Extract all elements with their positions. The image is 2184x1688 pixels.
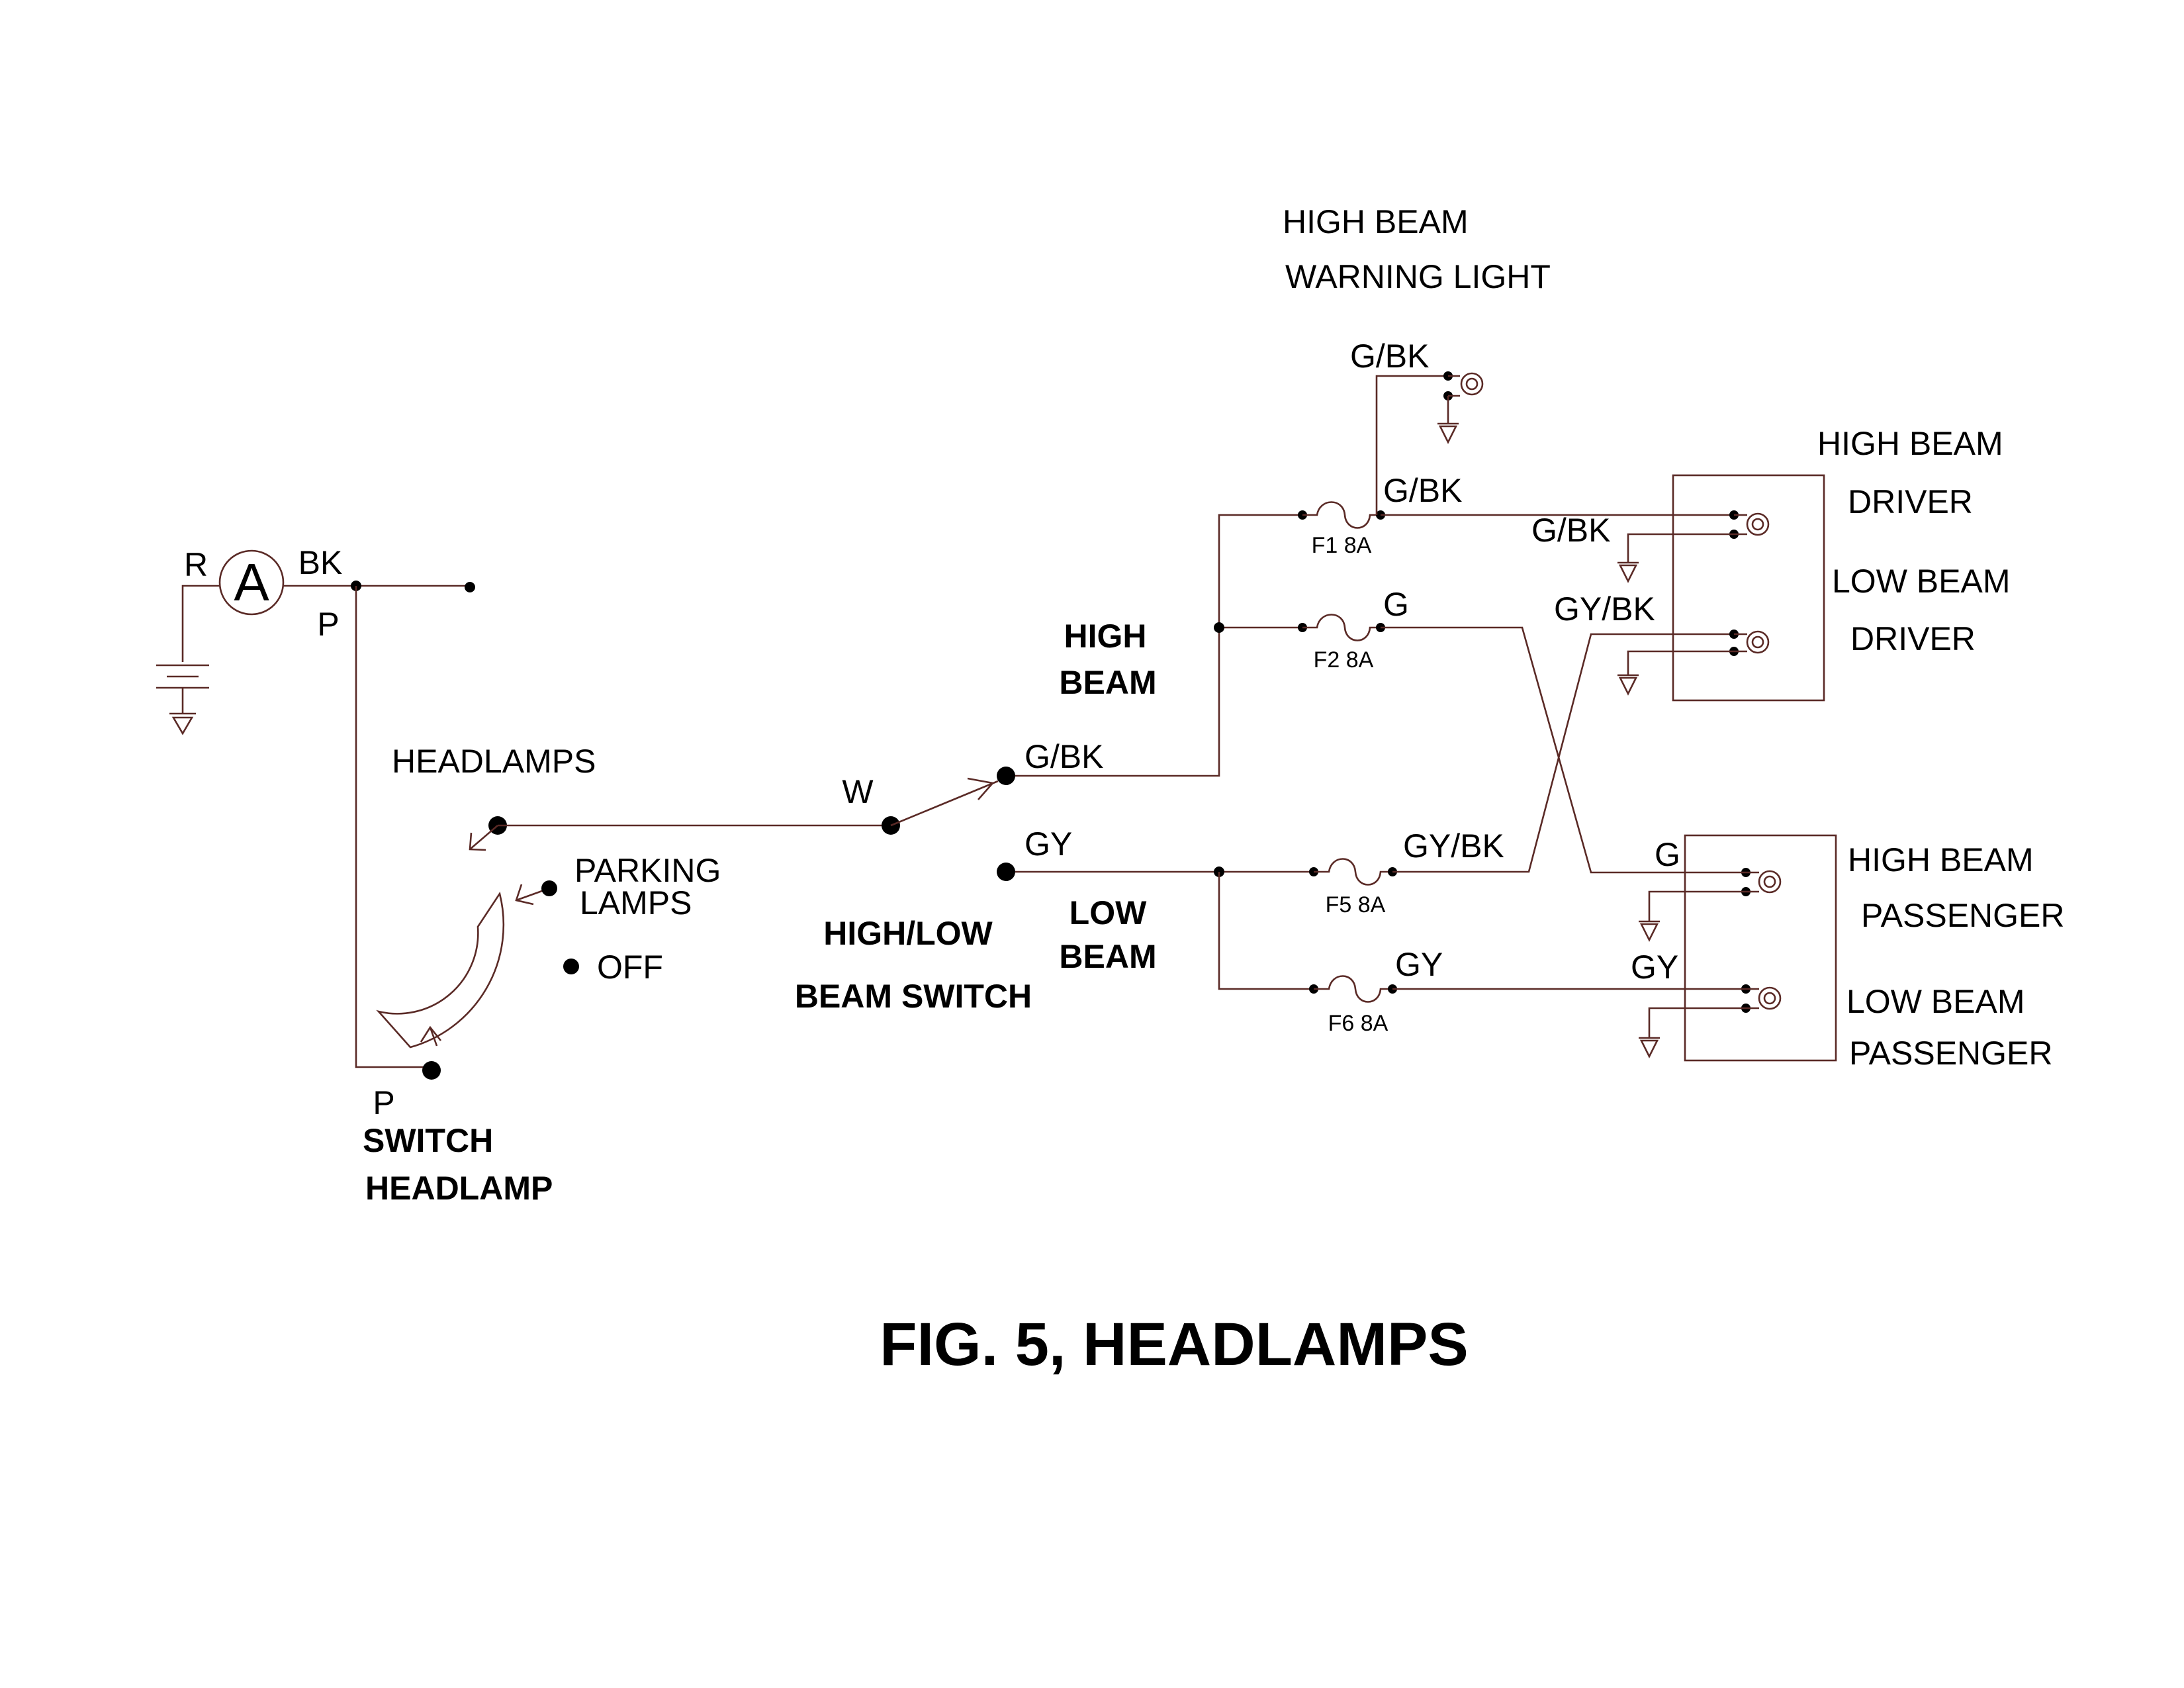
- battery-ground-circuit: [156, 585, 220, 735]
- fuse-f1-out-wire-label: G/BK: [1383, 472, 1462, 509]
- ammeter-gauge-icon: [218, 549, 285, 616]
- parking-lamps-label-line1: PARKING: [574, 852, 721, 889]
- ammeter-in-wire-label: R: [184, 546, 208, 583]
- driver-low-beam-label-line2: DRIVER: [1850, 620, 1976, 657]
- low-beam-terminal: [997, 863, 1015, 881]
- driver-high-beam-label-line1: HIGH BEAM: [1817, 425, 2003, 462]
- driver-headlamp-housing: [1672, 474, 1825, 702]
- fuse-f1: F1 8A G/BK G/BK: [1298, 472, 1734, 558]
- ground-icon: [1617, 674, 1639, 696]
- passenger-high-beam-bulb-icon: [1746, 870, 1782, 894]
- driver-high-beam-label-line2: DRIVER: [1848, 483, 1973, 520]
- headlamps-label: HEADLAMPS: [392, 743, 596, 780]
- driver-low-beam-bulb-icon: [1734, 630, 1770, 654]
- beam-switch: HIGH BEAM LOW BEAM HIGH/LOW BEAM SWITCH …: [795, 618, 1157, 1015]
- high-beam-position-line1: HIGH: [1064, 618, 1147, 655]
- passenger-headlamp: HIGH BEAM PASSENGER LOW BEAM PASSENGER: [1639, 834, 2065, 1072]
- fuse-f2-label: F2 8A: [1314, 647, 1374, 673]
- passenger-headlamp-housing: [1684, 834, 1837, 1062]
- fuse-f5-label: F5 8A: [1326, 892, 1386, 917]
- ground-icon: [1639, 920, 1660, 942]
- fuse-f6: F6 8A GY: [1309, 946, 1734, 1036]
- beam-switch-name-line1: HIGH/LOW: [823, 915, 993, 952]
- passenger-high-beam-label-line1: HIGH BEAM: [1848, 841, 2034, 878]
- switch-input-wire-label: P: [373, 1084, 394, 1121]
- switch-pointer-arrow-icon: [420, 1025, 442, 1047]
- g-load-wire-label: G: [1655, 836, 1680, 873]
- switch-name-line2: HEADLAMP: [365, 1170, 553, 1207]
- high-beam-position-line2: BEAM: [1059, 664, 1156, 701]
- fuse-f1-label: F1 8A: [1312, 533, 1372, 558]
- ammeter: A R BK P: [184, 544, 475, 643]
- ground-icon: [1639, 1037, 1660, 1058]
- high-beam-wire-label: G/BK: [1024, 738, 1103, 775]
- switch-input-terminal: [422, 1061, 441, 1080]
- warning-light-label-line2: WARNING LIGHT: [1285, 258, 1551, 295]
- switch-rotary-band: [376, 891, 505, 1049]
- ground-icon: [169, 712, 196, 735]
- fuse-f2: F2 8A G: [1298, 586, 1734, 874]
- fuse-f2-out-wire-label: G: [1383, 586, 1409, 623]
- off-terminal: [563, 959, 579, 974]
- ammeter-branch-wire-label: P: [317, 606, 339, 643]
- figure-title: FIG. 5, HEADLAMPS: [880, 1311, 1468, 1378]
- gybk-load-wire-label: GY/BK: [1554, 590, 1655, 628]
- switch-output-wire-label: W: [842, 773, 874, 810]
- off-label: OFF: [597, 949, 663, 986]
- fuse-f5-icon: [1314, 858, 1392, 886]
- fuse-f6-label: F6 8A: [1328, 1011, 1388, 1036]
- battery-icon: [156, 664, 209, 714]
- passenger-low-beam-bulb-icon: [1746, 986, 1782, 1010]
- junction-dot: [1214, 622, 1224, 633]
- parking-lamps-label-line2: LAMPS: [580, 884, 692, 921]
- low-beam-position-line2: BEAM: [1059, 938, 1156, 975]
- high-beam-feed: F1 8A G/BK G/BK F2 8A G: [1015, 472, 1734, 874]
- switch-name-line1: SWITCH: [363, 1122, 493, 1159]
- headlamp-switch: P SWITCH HEADLAMP PARKING LAMPS OFF HEAD…: [355, 586, 891, 1207]
- fuse-f2-icon: [1302, 614, 1381, 641]
- low-beam-position-line1: LOW: [1069, 894, 1147, 931]
- driver-low-beam-label-line1: LOW BEAM: [1832, 563, 2010, 600]
- ground-icon: [1437, 422, 1459, 444]
- parking-lamps-terminal: [541, 880, 557, 896]
- low-beam-wire-label: GY: [1024, 825, 1072, 863]
- high-beam-warning-light: HIGH BEAM WARNING LIGHT G/BK: [1283, 203, 1551, 515]
- fuse-f6-out-wire-label: GY: [1395, 946, 1443, 983]
- low-beam-feed: F5 8A GY/BK F6 8A GY: [1015, 633, 1734, 1036]
- headlamps-position-arrow-icon: [469, 825, 498, 851]
- beam-switch-blade: [890, 780, 999, 827]
- warning-light-label-line1: HIGH BEAM: [1283, 203, 1469, 240]
- fuse-f5: F5 8A GY/BK: [1309, 633, 1734, 917]
- warning-bulb-icon: [1448, 372, 1484, 397]
- gy-load-wire-label: GY: [1631, 949, 1678, 986]
- high-beam-terminal: [997, 767, 1015, 785]
- ground-icon: [1617, 561, 1639, 583]
- warning-light-wire-label: G/BK: [1350, 338, 1429, 375]
- fuse-f1-load-wire-label: G/BK: [1531, 512, 1610, 549]
- passenger-high-beam-label-line2: PASSENGER: [1861, 897, 2065, 934]
- driver-high-beam-bulb-icon: [1734, 512, 1770, 536]
- ammeter-symbol: A: [234, 553, 269, 612]
- fuse-f1-icon: [1302, 501, 1381, 529]
- beam-switch-name-line2: BEAM SWITCH: [795, 978, 1032, 1015]
- fuse-f5-out-wire-label: GY/BK: [1403, 827, 1504, 865]
- ammeter-out-wire-label: BK: [298, 544, 343, 581]
- fuse-f6-icon: [1314, 975, 1392, 1003]
- terminal-dot: [465, 582, 475, 592]
- passenger-low-beam-label-line2: PASSENGER: [1849, 1035, 2053, 1072]
- driver-headlamp: HIGH BEAM DRIVER LOW BEAM DRIVER: [1617, 425, 2010, 702]
- passenger-low-beam-label-line1: LOW BEAM: [1846, 983, 2025, 1020]
